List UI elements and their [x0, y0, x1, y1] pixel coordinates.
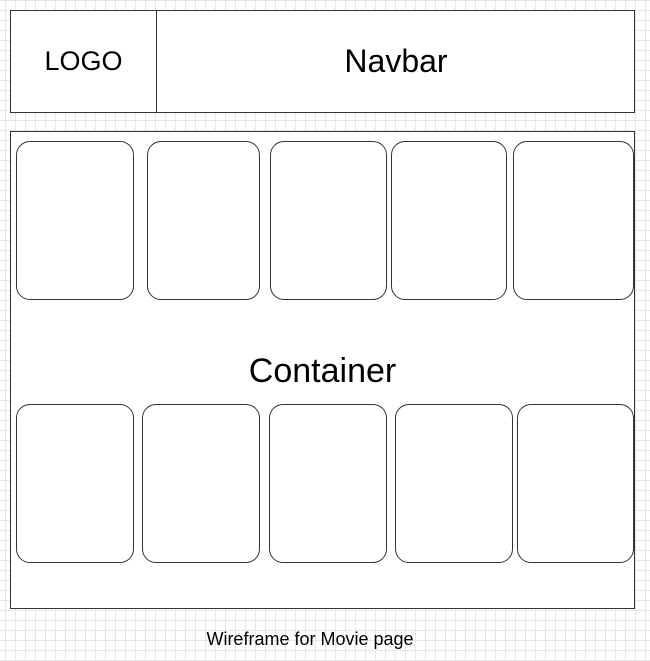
movie-card-placeholder [16, 404, 134, 563]
movie-card-placeholder [269, 404, 387, 563]
movie-card-placeholder [395, 404, 513, 563]
movie-card-placeholder [16, 141, 134, 300]
logo-box [10, 10, 157, 113]
movie-card-placeholder [142, 404, 260, 563]
logo-label: LOGO [44, 46, 123, 76]
diagram-caption: Wireframe for Movie page [206, 628, 414, 649]
movie-card-placeholder [517, 404, 634, 563]
movie-card-placeholder [513, 141, 634, 300]
navbar-label: Navbar [344, 43, 448, 79]
movie-card-placeholder [391, 141, 507, 300]
movie-card-placeholder [147, 141, 260, 300]
movie-card-placeholder [270, 141, 387, 300]
container-label: Container [248, 351, 397, 390]
